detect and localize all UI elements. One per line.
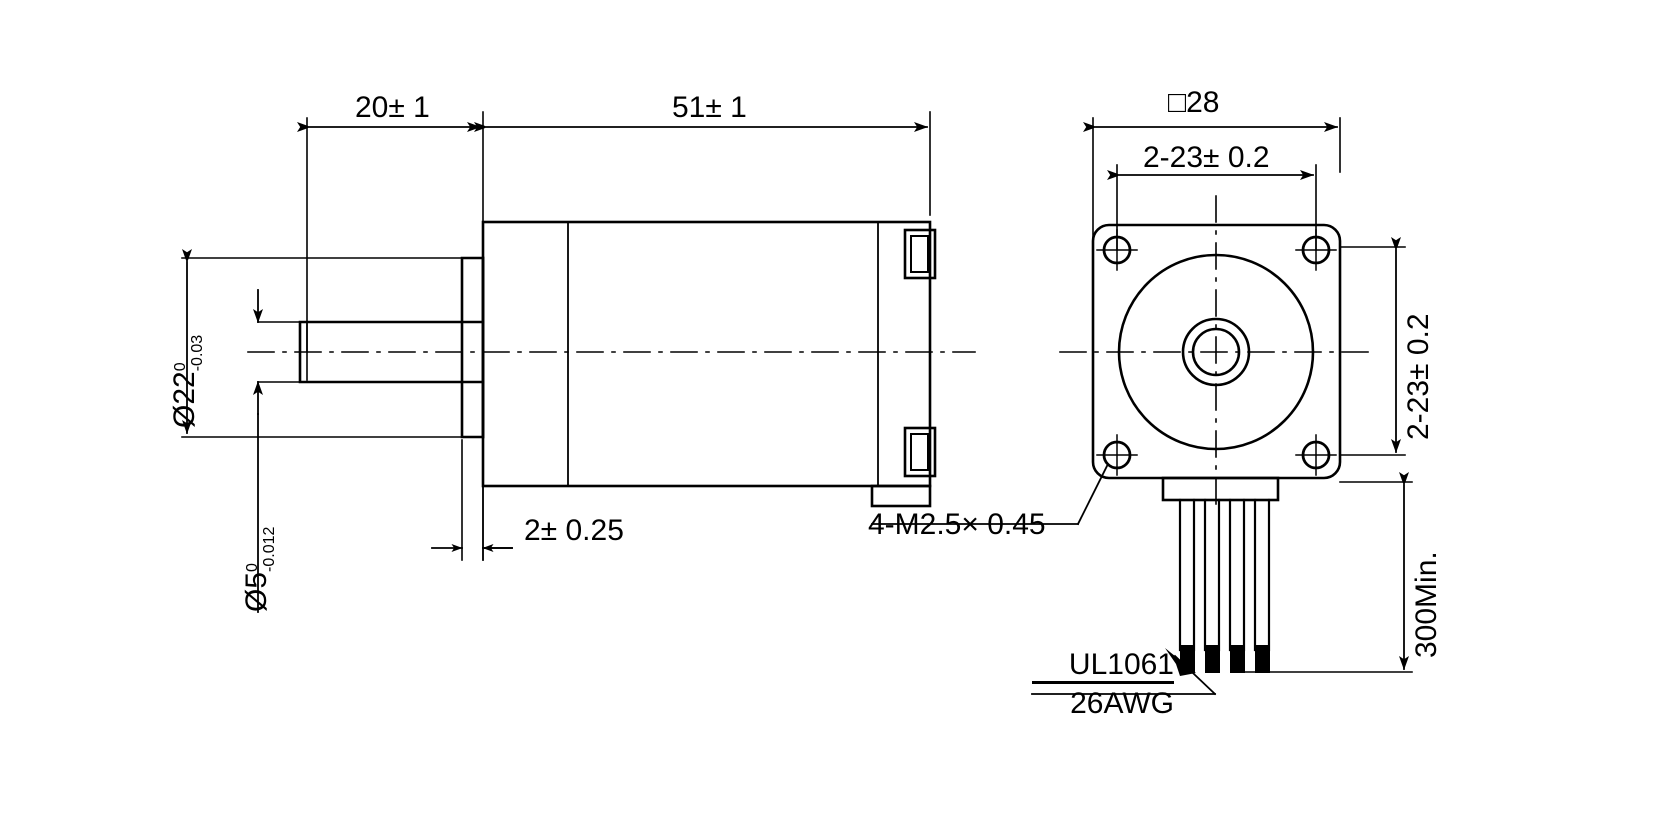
lead-wire-1 — [1178, 498, 1196, 652]
mounting-hole-centermarks — [1096, 229, 1337, 476]
dim-label-hole-pitch-horizontal: 2-23± 0.2 — [1143, 141, 1270, 174]
motor-wire-exit-block-side — [870, 484, 932, 508]
leader-mounting-holes — [871, 462, 1110, 526]
flange-dia-tol-lower: -0.03 — [188, 334, 206, 372]
leader-wire-spec-arrowhead — [1165, 648, 1196, 676]
flange-dia-tol-upper: 0 — [171, 362, 189, 372]
shaft-diameter-value: Ø5 — [240, 571, 273, 612]
lead-wire-4 — [1253, 498, 1271, 652]
motor-end-cap-tabs — [903, 228, 937, 478]
wire-exit-housing — [1161, 476, 1280, 502]
shaft-dia-tol-lower: -0.012 — [260, 526, 278, 572]
lead-wire-tips — [1180, 645, 1270, 673]
callout-wire-spec-line2: 26AWG — [1070, 687, 1174, 720]
shaft-diameter-tolerance: 0-0.012 — [243, 526, 279, 572]
dim-label-shaft-length: 20± 1 — [355, 91, 430, 124]
side-view-extension-lines — [306, 111, 931, 561]
dim-label-lead-length: 300Min. — [1410, 551, 1443, 658]
callout-wire-spec: UL1061 26AWG — [1032, 650, 1174, 719]
dim-label-hole-pitch-vertical: 2-23± 0.2 — [1402, 313, 1435, 440]
motor-flange-plate — [460, 256, 485, 439]
front-view-extension-lines — [1092, 117, 1413, 673]
callout-wire-spec-line1: UL1061 — [1032, 650, 1174, 684]
flange-diameter-value: Ø22 — [168, 371, 201, 428]
dim-label-body-length: 51± 1 — [672, 91, 747, 124]
dim-ext-flange-thickness — [461, 439, 484, 561]
shaft-dia-tol-upper: 0 — [243, 563, 261, 572]
motor-body-outline — [481, 220, 932, 488]
motor-end-cap-tab-inner — [910, 235, 929, 471]
dim-ext-flange-dia — [181, 257, 471, 438]
motor-body-internal-lines — [567, 221, 879, 487]
lead-wire-3 — [1228, 498, 1246, 652]
dim-label-flange-thickness: 2± 0.25 — [524, 514, 624, 547]
flange-diameter-tolerance: 0-0.03 — [171, 334, 207, 372]
callout-mounting-holes: 4-M2.5× 0.45 — [868, 508, 1046, 541]
lead-wire-2 — [1203, 498, 1221, 652]
dim-label-body-square: □28 — [1168, 86, 1220, 119]
